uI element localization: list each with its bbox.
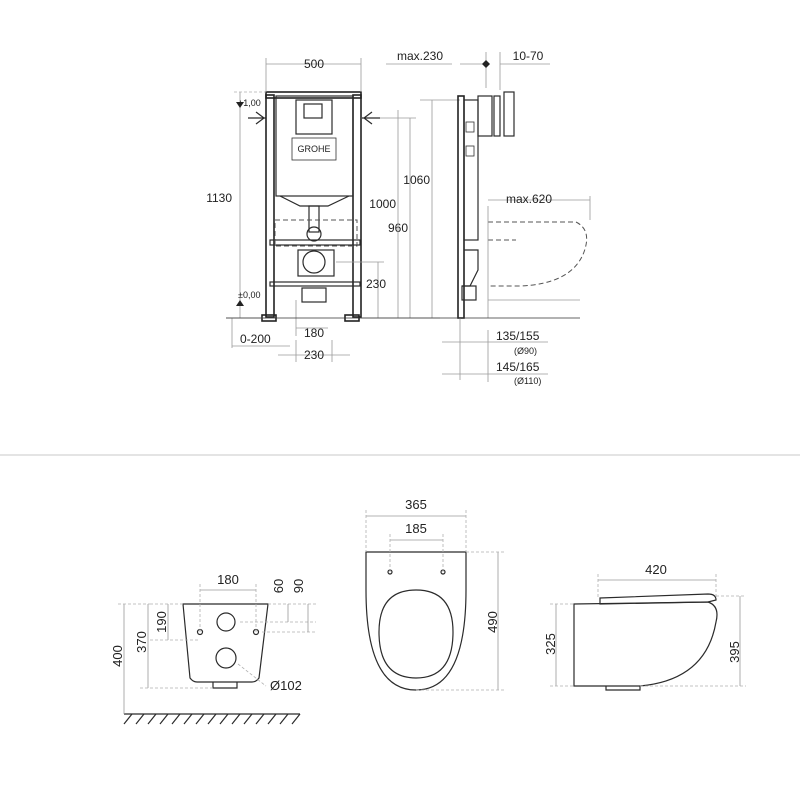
outlet-hole xyxy=(215,647,237,669)
dim-wall-adjust: 10-70 xyxy=(513,49,544,63)
dim-hinge-spacing: 185 xyxy=(405,521,427,536)
water-inlet-hole xyxy=(216,612,236,632)
dim-height-front: 325 xyxy=(543,633,558,655)
dim-height-1000: 1000 xyxy=(369,197,396,211)
dim-bowl-side-length: 420 xyxy=(645,562,667,577)
frame-dimensions: 500 1130 +1,00 ±0,00 0-200 180 230 230 9… xyxy=(206,57,460,362)
dim-400: 400 xyxy=(110,645,125,667)
side-cistern xyxy=(463,99,479,241)
water-inlet-right xyxy=(362,111,380,125)
brand-label: GROHE xyxy=(297,144,330,154)
dim-90: 90 xyxy=(291,579,306,593)
drain-bend xyxy=(297,249,335,277)
frame-middle-rail xyxy=(269,239,361,246)
dim-bowl-width: 365 xyxy=(405,497,427,512)
dim-drain-spacing: 230 xyxy=(304,348,324,362)
bowl-side-outline xyxy=(573,601,718,687)
bowl-outline-front xyxy=(274,219,358,247)
bowl-side-view: 420 325 395 xyxy=(543,562,746,691)
water-inlet-left xyxy=(248,111,266,125)
dim-floor-adjust: 0-200 xyxy=(240,332,271,346)
brand-plate xyxy=(291,137,337,161)
bowl-top-view: 365 185 490 xyxy=(365,497,504,691)
dim-370: 370 xyxy=(134,631,149,653)
flush-pipe xyxy=(308,205,320,233)
dim-60: 60 xyxy=(271,579,286,593)
dim-frame-width: 500 xyxy=(304,57,324,71)
frame-top-rail xyxy=(265,91,362,99)
seat-opening xyxy=(378,589,454,679)
dim-190: 190 xyxy=(154,611,169,633)
drain-lower xyxy=(301,287,327,303)
dim-pipe-90: 135/155 xyxy=(496,329,540,343)
dim-pipe-110: 145/165 xyxy=(496,360,540,374)
frame-front-view: GROHE xyxy=(248,91,380,322)
frame-lower-rail xyxy=(269,281,361,287)
seat-side xyxy=(599,593,717,605)
dim-bowl-length: 490 xyxy=(485,611,500,633)
frame-right-upright xyxy=(352,94,362,318)
side-flush-plate xyxy=(503,91,515,137)
bowl-outline-side xyxy=(488,221,588,287)
side-flush-plate-mount xyxy=(477,95,493,137)
dim-drain-height: 230 xyxy=(366,277,386,291)
flush-plate-opening xyxy=(295,99,333,135)
flush-connector xyxy=(306,226,322,242)
flush-plate-inner xyxy=(303,103,323,119)
drain-outlet xyxy=(302,250,326,274)
side-rail xyxy=(457,95,465,319)
cistern-bottom xyxy=(279,195,350,207)
frame-side-view: max.230 10-70 max.620 135/155 (Ø90) 145/… xyxy=(386,49,591,386)
level-top: +1,00 xyxy=(238,98,261,108)
dim-height-total: 1130 xyxy=(206,191,232,205)
dim-depth-max: max.230 xyxy=(397,49,443,63)
dim-pipe-90-diameter: (Ø90) xyxy=(514,346,537,356)
dim-bowl-projection: max.620 xyxy=(506,192,552,206)
dim-height-1060: 1060 xyxy=(403,173,430,187)
dim-height-back: 395 xyxy=(727,641,742,663)
dim-pipe-110-diameter: (Ø110) xyxy=(514,376,541,386)
dim-hole-spacing: 180 xyxy=(217,572,239,587)
cistern-body xyxy=(275,95,354,197)
bowl-top-outline xyxy=(365,551,467,691)
dim-outlet-diameter: Ø102 xyxy=(270,678,302,693)
level-floor: ±0,00 xyxy=(238,290,260,300)
frame-left-upright xyxy=(265,94,275,318)
bowl-back-outline xyxy=(182,603,269,683)
dim-drain-offset: 180 xyxy=(304,326,324,340)
bowl-back-view: 180 60 90 190 370 400 Ø102 xyxy=(110,572,316,725)
